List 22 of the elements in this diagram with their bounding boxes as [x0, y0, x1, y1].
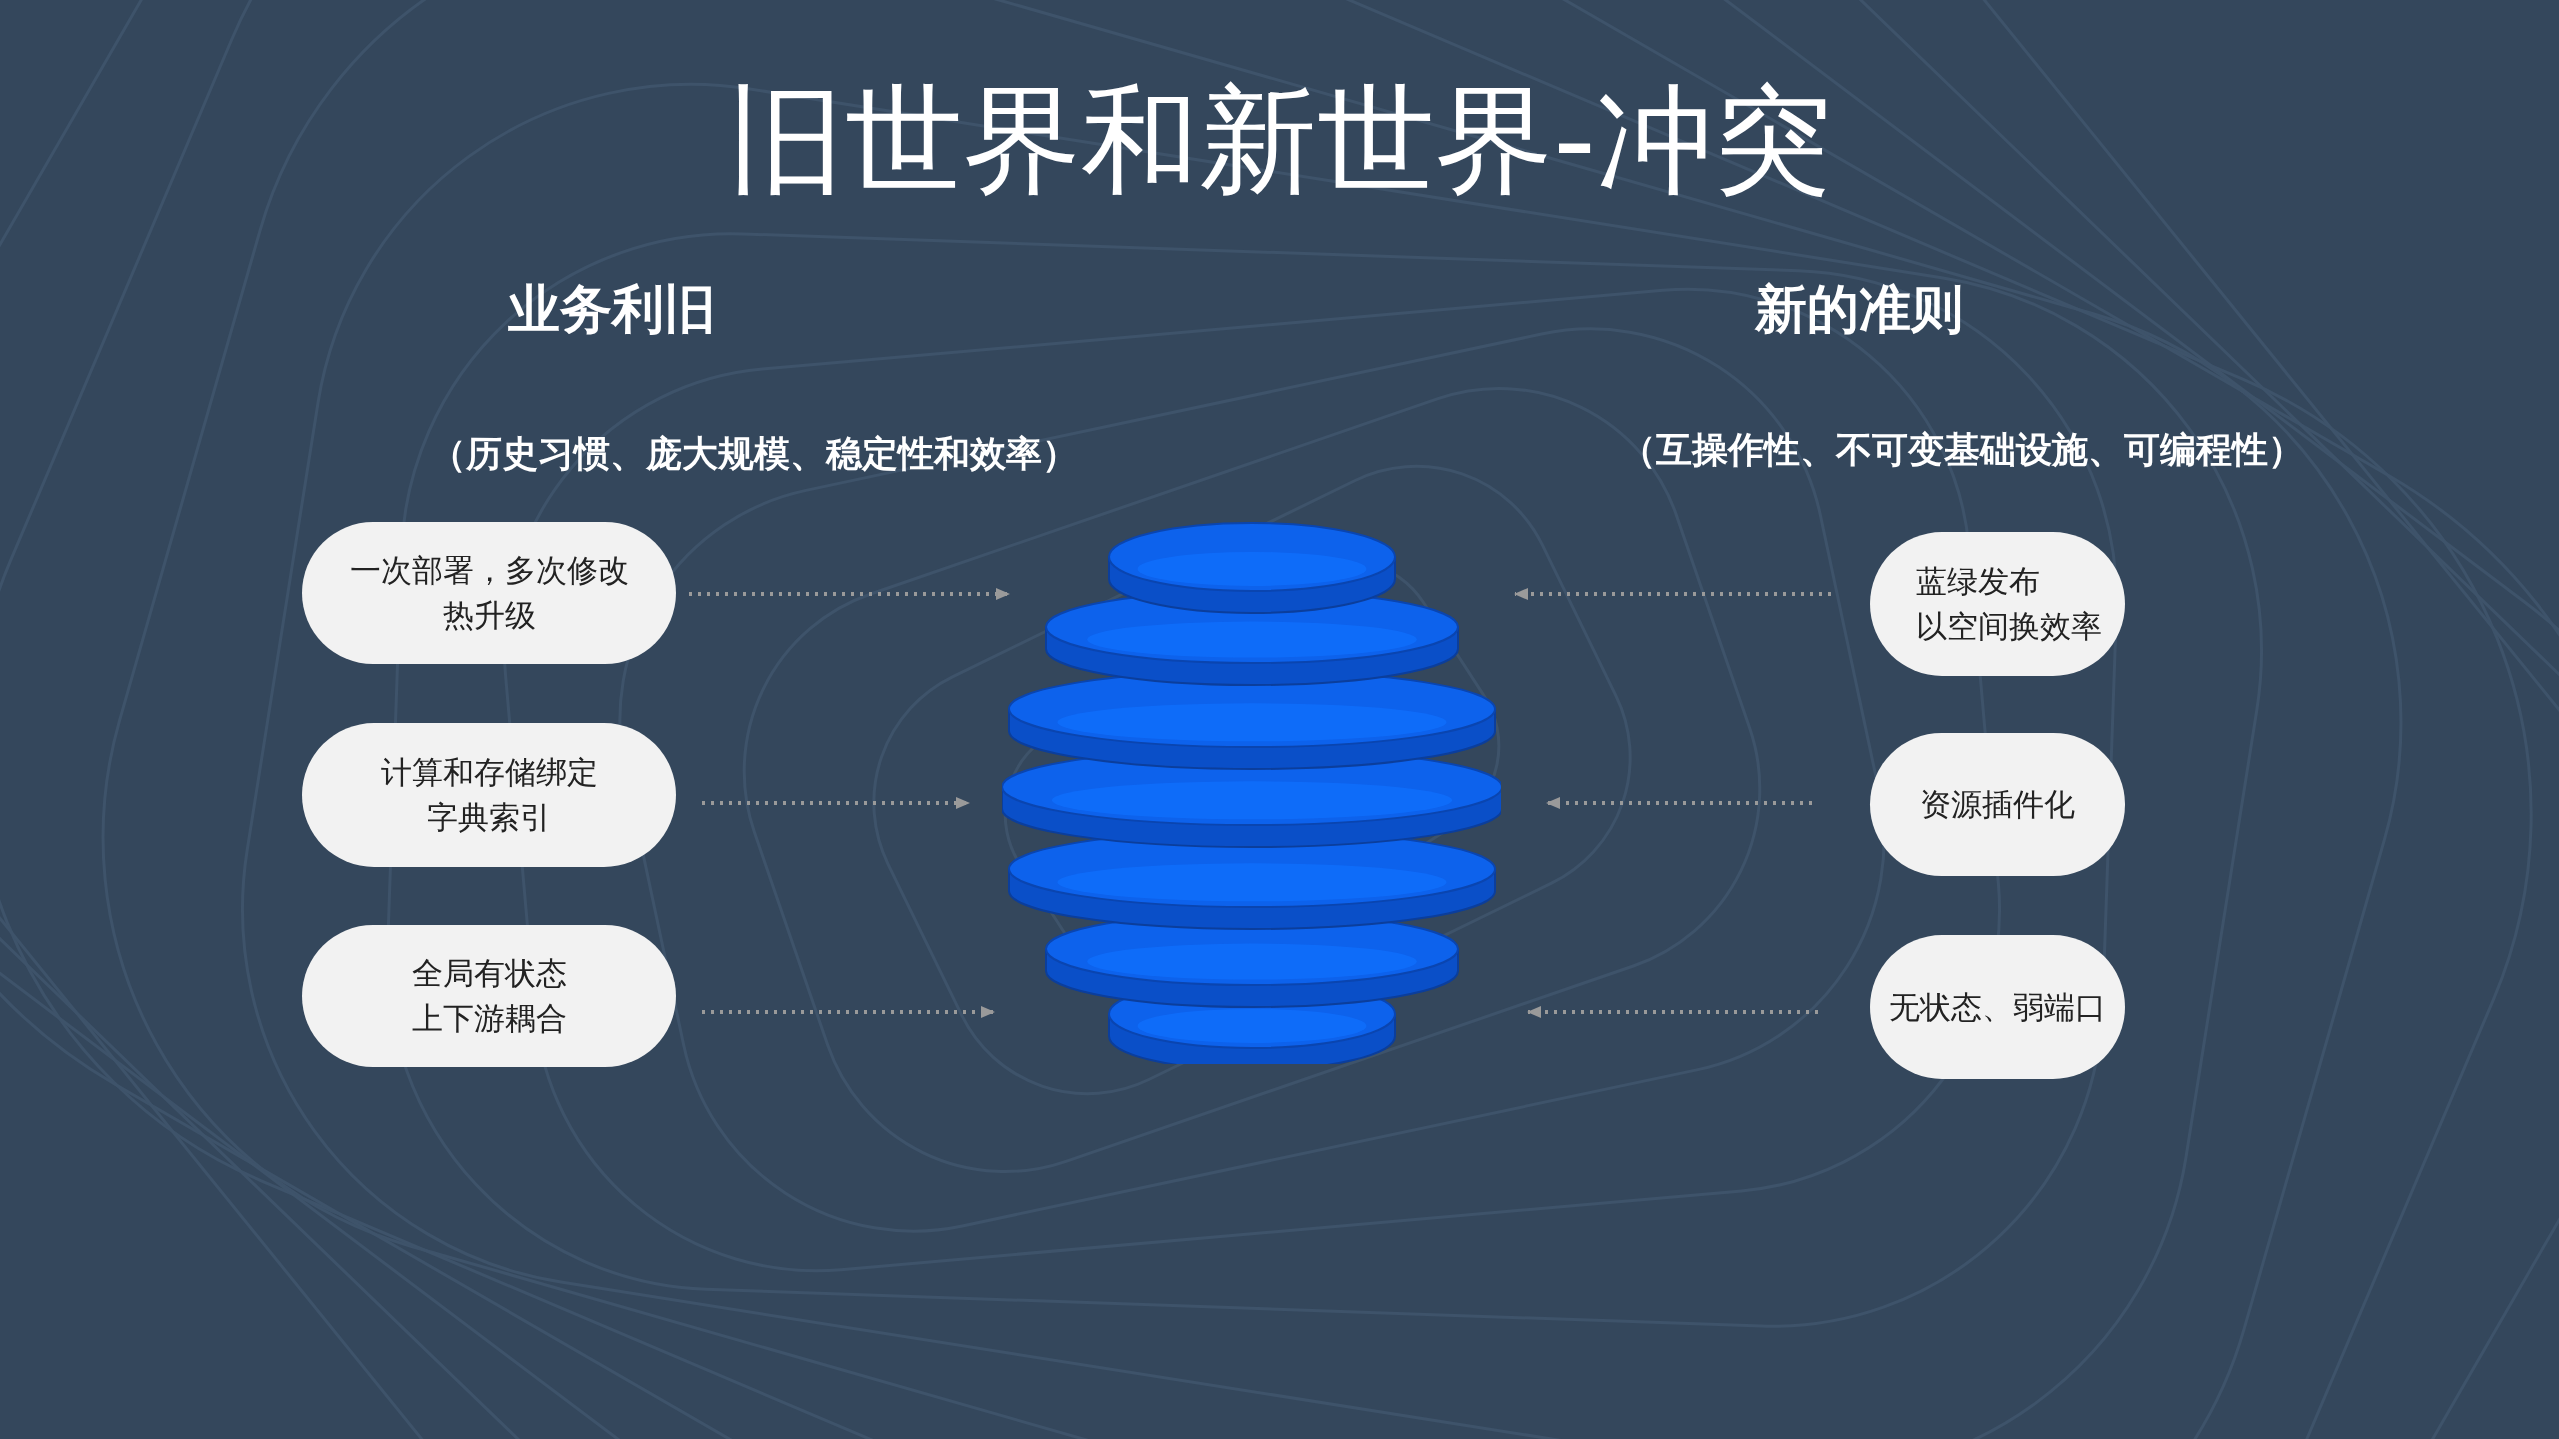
pill-box [1870, 733, 2125, 876]
pill-text: 无状态、弱端口 [1889, 987, 2106, 1027]
subheading: （互操作性、不可变基础设施、可编程性） [1620, 427, 2304, 472]
pill-text: 资源插件化 [1920, 785, 2075, 825]
pill-text: 字典索引 [427, 798, 551, 837]
pill-text: 全局有状态 [411, 954, 567, 994]
column-heading: 新的准则 [1755, 278, 1963, 341]
pill-text: 计算和存储绑定 [380, 753, 598, 793]
subheading: （历史习惯、庞大规模、稳定性和效率） [430, 431, 1078, 476]
pill-text: 一次部署，多次修改 [349, 551, 629, 591]
dotted-arrow [1514, 588, 1831, 600]
dotted-arrow [689, 588, 1010, 600]
pill-text: 热升级 [442, 596, 536, 635]
dotted-arrow [1527, 1006, 1818, 1018]
pill-text: 以空间换效率 [1916, 607, 2102, 646]
dotted-arrow [1546, 797, 1812, 809]
slide-title: 旧世界和新世界-冲突 [726, 70, 1833, 211]
dotted-arrow [702, 797, 970, 809]
dotted-arrow [702, 1006, 995, 1018]
pill-text: 上下游耦合 [411, 999, 567, 1038]
pill-text: 蓝绿发布 [1916, 562, 2040, 602]
column-heading: 业务利旧 [508, 278, 716, 341]
